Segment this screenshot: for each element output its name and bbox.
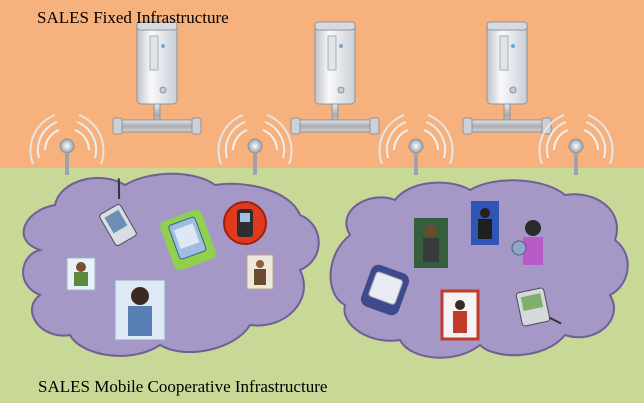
server-icon-1 <box>112 21 202 135</box>
woman-phone-icon <box>114 279 166 341</box>
businessman-icon <box>414 218 448 268</box>
right-mobile-cloud <box>329 179 629 359</box>
pda-green-icon <box>515 287 562 327</box>
smartphone-icon <box>360 264 410 316</box>
fixed-infrastructure-title: SALES Fixed Infrastructure <box>37 8 229 27</box>
person-phone-icon <box>66 257 96 291</box>
mobile-infrastructure-title: SALES Mobile Cooperative Infrastructure <box>38 377 328 396</box>
server-icon-2 <box>290 21 380 135</box>
antenna-icon-3 <box>378 114 454 176</box>
handheld-icon <box>160 209 216 271</box>
man-phone-icon <box>246 254 274 290</box>
antenna-icon-2 <box>217 114 293 176</box>
woman-red-phone-icon <box>440 289 480 341</box>
woman-headset-icon <box>511 220 543 265</box>
pda-stylus-icon <box>99 178 137 246</box>
server-icon-3 <box>462 21 552 135</box>
mobile-phone-icon <box>223 201 267 245</box>
woman-pda-icon <box>471 201 499 245</box>
antenna-icon-1 <box>29 114 105 176</box>
antenna-icon-4 <box>538 114 614 176</box>
